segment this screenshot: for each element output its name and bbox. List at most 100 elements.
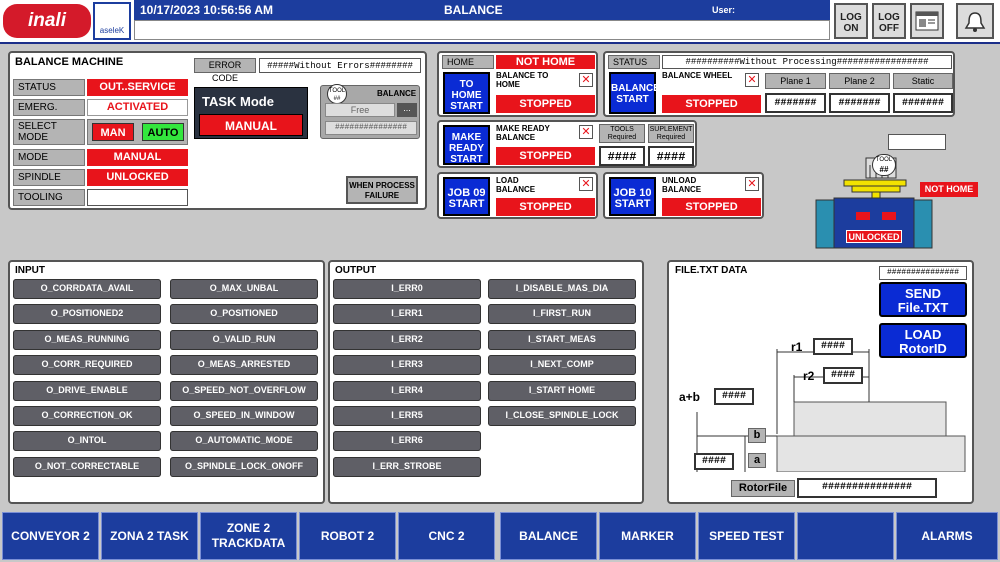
- status-label: STATUS: [13, 79, 85, 96]
- make-ready-sub-label: MAKE READY BALANCE: [496, 124, 550, 142]
- inali-logo: inali: [3, 4, 91, 38]
- output-signal-button[interactable]: I_ERR4: [333, 380, 481, 401]
- nav-label: ALARMS: [921, 528, 973, 543]
- output-signal-button[interactable]: I_ERR0: [333, 279, 481, 299]
- nav-button-4[interactable]: ROBOT 2: [299, 512, 396, 560]
- output-signal-button[interactable]: I_NEXT_COMP: [488, 355, 636, 376]
- rotorfile-label: RotorFile: [731, 480, 795, 497]
- job10-start-button[interactable]: JOB 10 START: [609, 177, 656, 216]
- input-signal-button[interactable]: O_DRIVE_ENABLE: [13, 380, 161, 401]
- when-process-failure-button[interactable]: WHEN PROCESS FAILURE: [346, 176, 418, 204]
- input-signal-button[interactable]: O_AUTOMATIC_MODE: [170, 431, 318, 452]
- spindle-value: UNLOCKED: [87, 169, 188, 186]
- make-ready-start-button[interactable]: MAKE READY START: [443, 125, 490, 165]
- rotorfile-value: ###############: [797, 478, 937, 498]
- input-signal-button[interactable]: O_SPEED_NOT_OVERFLOW: [170, 380, 318, 401]
- nav-button-2[interactable]: ZONA 2 TASK: [101, 512, 198, 560]
- balance-start-button[interactable]: BALANCE START: [609, 72, 660, 114]
- input-signal-button[interactable]: O_POSITIONED: [170, 304, 318, 325]
- output-signal-button[interactable]: I_ERR2: [333, 329, 481, 350]
- tool-free-field[interactable]: Free: [325, 103, 395, 117]
- b-label: b: [748, 428, 766, 443]
- status-label: STATUS: [608, 55, 660, 69]
- output-signal-button[interactable]: I_ERR1: [333, 304, 481, 325]
- job10-state: STOPPED: [662, 198, 761, 216]
- error-code-label: ERROR CODE: [194, 58, 256, 83]
- input-signal-button[interactable]: O_CORRDATA_AVAIL: [13, 279, 161, 299]
- status-value: ##########Without Processing############…: [662, 55, 952, 69]
- job10-sub-label: UNLOAD BALANCE: [662, 176, 702, 194]
- nav-button-7[interactable]: MARKER: [599, 512, 696, 560]
- title-bar: 10/17/2023 10:56:56 AM BALANCE User:: [134, 0, 830, 20]
- mode-label: MODE: [13, 149, 85, 166]
- input-signal-button[interactable]: O_INTOL: [13, 431, 161, 452]
- nav-label: CNC 2: [428, 528, 465, 543]
- input-signal-button[interactable]: O_MAX_UNBAL: [170, 279, 318, 299]
- error-code-value: #####Without Errors########: [259, 58, 421, 73]
- alarm-bell-icon[interactable]: [956, 3, 994, 39]
- input-signal-button[interactable]: O_NOT_CORRECTABLE: [13, 456, 161, 477]
- input-signal-button[interactable]: O_SPEED_IN_WINDOW: [170, 406, 318, 426]
- nav-button-1[interactable]: CONVEYOR 2: [2, 512, 99, 560]
- machine-indicator-field: [888, 134, 946, 150]
- r1-label: r1: [791, 340, 803, 354]
- log-off-button[interactable]: LOG OFF: [872, 3, 906, 39]
- task-mode-value[interactable]: MANUAL: [199, 114, 303, 136]
- output-signal-button[interactable]: I_ERR5: [333, 406, 481, 426]
- input-signal-button[interactable]: O_POSITIONED2: [13, 304, 161, 325]
- screen-icon[interactable]: [910, 3, 944, 39]
- output-signal-button[interactable]: I_DISABLE_MAS_DIA: [488, 279, 636, 299]
- task-mode-box: TASK Mode MANUAL: [194, 87, 308, 139]
- input-signal-button[interactable]: O_MEAS_RUNNING: [13, 329, 161, 350]
- close-icon[interactable]: ✕: [745, 177, 759, 191]
- static-value: #######: [893, 93, 953, 113]
- output-signal-button[interactable]: I_CLOSE_SPINDLE_LOCK: [488, 406, 636, 426]
- input-signal-button[interactable]: O_CORRECTION_OK: [13, 406, 161, 426]
- output-signal-button[interactable]: I_ERR_STROBE: [333, 456, 481, 477]
- tool-selector: TOOL## BALANCE Free ... ###############: [320, 84, 420, 139]
- home-state: STOPPED: [496, 95, 595, 113]
- job9-start-button[interactable]: JOB 09 START: [443, 177, 490, 216]
- nav-button-6[interactable]: BALANCE: [500, 512, 597, 560]
- output-signal-button[interactable]: I_ERR3: [333, 355, 481, 376]
- r1-value: ####: [813, 338, 853, 355]
- input-signal-button[interactable]: O_CORR_REQUIRED: [13, 355, 161, 376]
- plane1-label: Plane 1: [765, 73, 826, 89]
- close-icon[interactable]: ✕: [579, 177, 593, 191]
- log-on-button[interactable]: LOG ON: [834, 3, 868, 39]
- input-signal-button[interactable]: O_VALID_RUN: [170, 329, 318, 350]
- input-signal-button[interactable]: O_SPINDLE_LOCK_ONOFF: [170, 456, 318, 477]
- send-file-button[interactable]: SEND File.TXT: [879, 282, 967, 317]
- file-title: FILE.TXT DATA: [675, 265, 748, 276]
- panel-title: BALANCE MACHINE: [15, 56, 124, 68]
- aselek-logo: aseleK: [93, 2, 131, 40]
- header-bar: inali aseleK 10/17/2023 10:56:56 AM BALA…: [0, 0, 1000, 44]
- a-value: ####: [694, 453, 734, 470]
- close-icon[interactable]: ✕: [579, 73, 593, 87]
- close-icon[interactable]: ✕: [579, 125, 593, 139]
- job9-sub-label: LOAD BALANCE: [496, 176, 536, 194]
- make-ready-state: STOPPED: [496, 147, 595, 165]
- job9-state: STOPPED: [496, 198, 595, 216]
- nav-button-5[interactable]: CNC 2: [398, 512, 495, 560]
- nav-button-10[interactable]: ALARMS: [896, 512, 998, 560]
- nav-button-8[interactable]: SPEED TEST: [698, 512, 795, 560]
- make-ready-panel: MAKE READY START MAKE READY BALANCE ✕ ST…: [437, 120, 697, 168]
- auto-button[interactable]: AUTO: [142, 123, 184, 141]
- to-home-start-button[interactable]: TO HOME START: [443, 72, 490, 114]
- plane2-label: Plane 2: [829, 73, 890, 89]
- nav-button-9[interactable]: [797, 512, 894, 560]
- file-txt-panel: FILE.TXT DATA ############### SEND File.…: [667, 260, 974, 504]
- user-label: User:: [712, 5, 736, 15]
- tool-browse-button[interactable]: ...: [397, 103, 417, 117]
- nav-button-3[interactable]: ZONE 2 TRACKDATA: [200, 512, 297, 560]
- man-button[interactable]: MAN: [92, 123, 134, 141]
- close-icon[interactable]: ✕: [745, 73, 759, 87]
- output-signal-button[interactable]: I_FIRST_RUN: [488, 304, 636, 325]
- input-signal-button[interactable]: O_MEAS_ARRESTED: [170, 355, 318, 376]
- output-signal-button[interactable]: I_START_MEAS: [488, 329, 636, 350]
- load-rotorid-button[interactable]: LOAD RotorID: [879, 323, 967, 358]
- output-signal-button[interactable]: I_ERR6: [333, 431, 481, 452]
- output-signal-button[interactable]: I_START HOME: [488, 380, 636, 401]
- mode-selector: MAN AUTO: [87, 119, 188, 145]
